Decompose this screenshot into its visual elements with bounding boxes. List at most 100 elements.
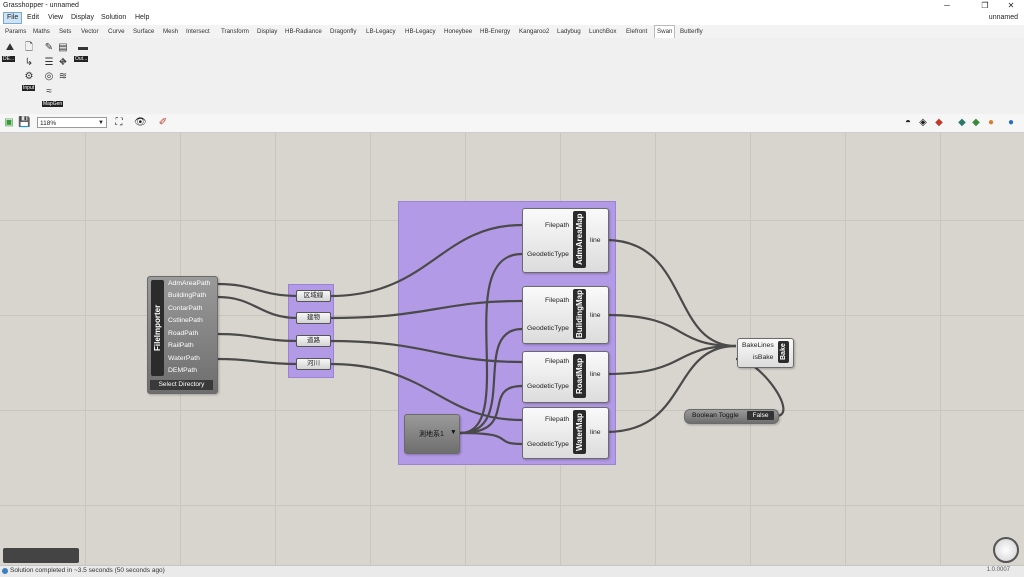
display-mode-1-icon[interactable]: ◆ bbox=[958, 117, 966, 128]
adm-area-map-icon[interactable]: ✎ bbox=[44, 42, 54, 53]
select-directory-button[interactable]: Select Directory bbox=[150, 380, 213, 390]
building-map-component[interactable]: Filepath GeodeticType BuildingMap line bbox=[522, 286, 609, 344]
road-map-component[interactable]: Filepath GeodeticType RoadMap line bbox=[522, 351, 609, 403]
input-geodetictype[interactable]: GeodeticType bbox=[527, 251, 569, 258]
tab-curve[interactable]: Curve bbox=[108, 28, 125, 35]
input-isbake[interactable]: isBake bbox=[753, 354, 774, 361]
input-bakelines[interactable]: BakeLines bbox=[742, 342, 774, 349]
zoom-select[interactable]: 118% ▼ bbox=[37, 117, 107, 128]
sketch-icon[interactable]: ✐ bbox=[158, 117, 168, 128]
tab-surface[interactable]: Surface bbox=[133, 28, 155, 35]
canvas-widget-bar[interactable] bbox=[3, 548, 79, 563]
grasshopper-canvas[interactable]: FileImporter AdmAreaPath BuildingPath Co… bbox=[0, 133, 1024, 565]
tab-elefront[interactable]: Elefront bbox=[626, 28, 648, 35]
input-filepath[interactable]: Filepath bbox=[545, 416, 570, 423]
output-admareapath[interactable]: AdmAreaPath bbox=[168, 280, 211, 287]
input-geodetictype[interactable]: GeodeticType bbox=[527, 325, 569, 332]
tab-maths[interactable]: Maths bbox=[33, 28, 50, 35]
contour-map-icon[interactable]: ◎ bbox=[44, 71, 54, 82]
output-line[interactable]: line bbox=[590, 237, 601, 244]
axis-icon[interactable]: ↳ bbox=[24, 57, 34, 68]
tab-transform[interactable]: Transform bbox=[221, 28, 249, 35]
tab-honeybee[interactable]: Honeybee bbox=[444, 28, 473, 35]
toggle-value[interactable]: False bbox=[747, 411, 774, 420]
menu-edit[interactable]: Edit bbox=[27, 14, 40, 21]
bake-component[interactable]: BakeLines isBake Bake bbox=[737, 338, 794, 368]
canvas-toolbar: ▣ 💾 118% ▼ ⛶ 👁 ✐ ◓ ◈ ◆ ◆ ◆ ● ● bbox=[0, 114, 1024, 133]
menu-display[interactable]: Display bbox=[71, 14, 94, 21]
output-contarpath[interactable]: ContarPath bbox=[168, 305, 203, 312]
tab-hb-legacy[interactable]: HB-Legacy bbox=[405, 28, 436, 35]
geodetic-value-list[interactable]: 測地系1 ▼ bbox=[404, 414, 460, 454]
preview-wire-icon[interactable]: ◓ bbox=[904, 117, 912, 128]
tab-hb-radiance[interactable]: HB-Radiance bbox=[285, 28, 322, 35]
tab-lunchbox[interactable]: LunchBox bbox=[589, 28, 617, 35]
chevron-down-icon[interactable]: ▼ bbox=[450, 429, 457, 436]
menu-file[interactable]: File bbox=[3, 12, 23, 24]
input-filepath[interactable]: Filepath bbox=[545, 297, 570, 304]
water-map-icon[interactable]: ≋ bbox=[58, 71, 68, 82]
output-buildingpath[interactable]: BuildingPath bbox=[168, 292, 207, 299]
output-waterpath[interactable]: WaterPath bbox=[168, 355, 200, 362]
eye-icon[interactable]: 👁 bbox=[134, 117, 147, 128]
dem-component-icon[interactable]: ⛰ bbox=[5, 42, 15, 53]
relay-building[interactable]: 建物 bbox=[296, 312, 331, 324]
road-map-icon[interactable]: ⛖ bbox=[59, 57, 67, 68]
file-importer-icon[interactable]: 🗋 bbox=[24, 42, 34, 53]
close-button[interactable]: ✕ bbox=[1007, 1, 1015, 10]
input-filepath[interactable]: Filepath bbox=[545, 222, 570, 229]
globe-icon[interactable]: ● bbox=[1007, 117, 1015, 128]
input-geodetictype[interactable]: GeodeticType bbox=[527, 383, 569, 390]
preview-shaded-icon[interactable]: ◈ bbox=[919, 117, 927, 128]
output-railpath[interactable]: RailPath bbox=[168, 342, 194, 349]
tab-lb-legacy[interactable]: LB-Legacy bbox=[366, 28, 396, 35]
input-filepath[interactable]: Filepath bbox=[545, 358, 570, 365]
preview-selected-icon[interactable]: ◆ bbox=[935, 117, 943, 128]
menu-help[interactable]: Help bbox=[135, 14, 150, 21]
output-dempath[interactable]: DEMPath bbox=[168, 367, 198, 374]
bake-output-icon[interactable]: ▬ bbox=[78, 42, 88, 53]
file-importer-component[interactable]: FileImporter AdmAreaPath BuildingPath Co… bbox=[147, 276, 218, 394]
relay-water[interactable]: 河川 bbox=[296, 358, 331, 370]
menu-solution[interactable]: Solution bbox=[101, 14, 127, 21]
tab-display[interactable]: Display bbox=[257, 28, 278, 35]
output-roadpath[interactable]: RoadPath bbox=[168, 330, 199, 337]
water-map-component[interactable]: Filepath GeodeticType WaterMap line bbox=[522, 407, 609, 459]
water-map-title: WaterMap bbox=[573, 410, 586, 454]
display-mode-3-icon[interactable]: ● bbox=[987, 117, 995, 128]
navigation-compass-icon[interactable] bbox=[993, 537, 1019, 563]
tab-intersect[interactable]: Intersect bbox=[186, 28, 210, 35]
output-line[interactable]: line bbox=[590, 312, 601, 319]
tab-ladybug[interactable]: Ladybug bbox=[557, 28, 581, 35]
output-line[interactable]: line bbox=[590, 429, 601, 436]
tab-mesh[interactable]: Mesh bbox=[163, 28, 179, 35]
tab-dragonfly[interactable]: Dragonfly bbox=[330, 28, 357, 35]
tab-vector[interactable]: Vector bbox=[81, 28, 99, 35]
tab-hb-energy[interactable]: HB-Energy bbox=[480, 28, 511, 35]
minimize-button[interactable]: ─ bbox=[944, 1, 950, 10]
tab-kangaroo2[interactable]: Kangaroo2 bbox=[519, 28, 550, 35]
ribbon-group-out: Out... bbox=[74, 56, 89, 62]
relay-road[interactable]: 道路 bbox=[296, 335, 331, 347]
display-mode-2-icon[interactable]: ◆ bbox=[972, 117, 980, 128]
input-geodetictype[interactable]: GeodeticType bbox=[527, 441, 569, 448]
adm-area-map-component[interactable]: Filepath GeodeticType AdmAreaMap line bbox=[522, 208, 609, 273]
building-map-icon[interactable]: ▤ bbox=[58, 42, 68, 53]
tab-sets[interactable]: Sets bbox=[59, 28, 72, 35]
open-file-icon[interactable]: ▣ bbox=[4, 117, 14, 128]
coastline-map-icon[interactable]: ≈ bbox=[46, 86, 52, 97]
output-line[interactable]: line bbox=[590, 371, 601, 378]
output-cstlinepath[interactable]: CstlinePath bbox=[168, 317, 203, 324]
tab-params[interactable]: Params bbox=[5, 28, 27, 35]
tab-swan[interactable]: Swan bbox=[654, 25, 676, 38]
document-name: unnamed bbox=[988, 14, 1018, 21]
tab-butterfly[interactable]: Butterfly bbox=[680, 28, 703, 35]
boolean-toggle-component[interactable]: Boolean Toggle False bbox=[684, 409, 779, 424]
menu-view[interactable]: View bbox=[48, 14, 64, 21]
relay-adm-area[interactable]: 区域線 bbox=[296, 290, 331, 302]
rail-map-icon[interactable]: ☰ bbox=[44, 57, 54, 68]
maximize-button[interactable]: ❐ bbox=[981, 1, 989, 10]
save-file-icon[interactable]: 💾 bbox=[18, 117, 31, 128]
zoom-extents-icon[interactable]: ⛶ bbox=[115, 117, 123, 128]
gear-icon[interactable]: ⚙ bbox=[24, 71, 34, 82]
